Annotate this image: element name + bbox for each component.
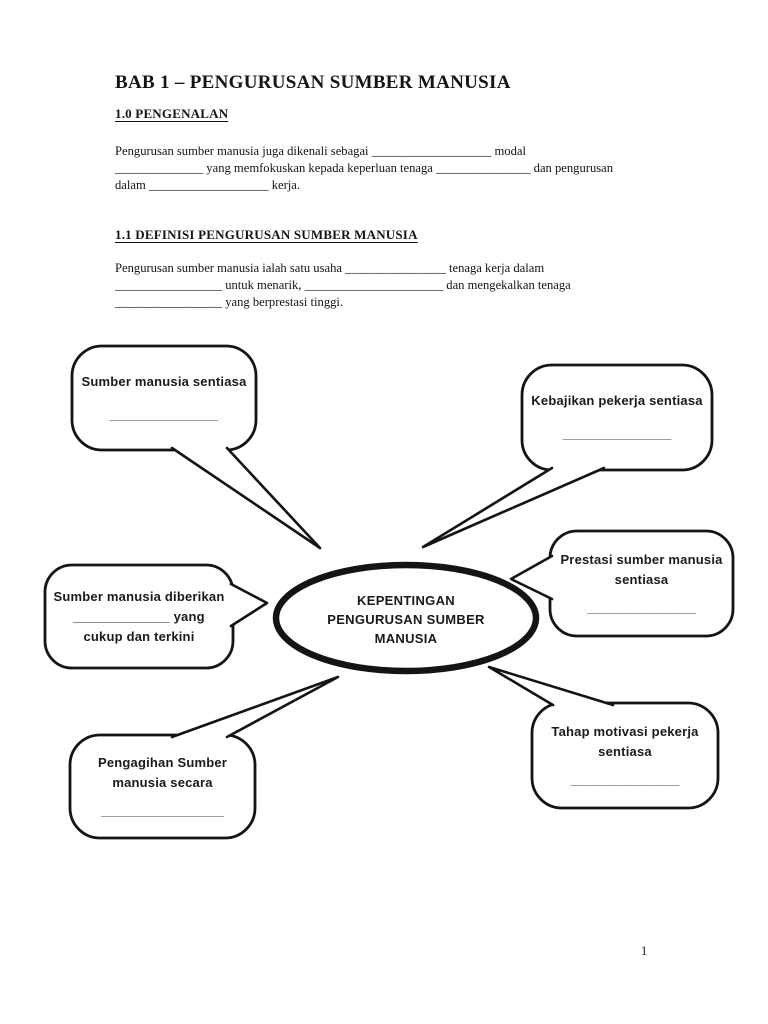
center-line: KEPENTINGAN [357,592,455,608]
callout-line: sentiasa [614,571,669,587]
callout-line: Sumber manusia sentiasa [81,373,247,389]
callout-tail-bottom-right [487,665,615,707]
callout-top-right: Kebajikan pekerja sentiasa _____________… [522,365,712,470]
page-number: 1 [641,944,648,958]
callout-tail-mid-left [229,582,269,628]
fill-in-blank: _______________ [109,406,219,422]
callout-tail-top-left [170,446,322,550]
callout-box-bottom-right [530,701,720,810]
fill-in-blank: _______________ [562,426,672,441]
callout-line: manusia secara [112,774,213,790]
paragraph-line: Pengurusan sumber manusia juga dikenali … [115,144,526,158]
center-line: PENGURUSAN SUMBER [327,611,485,627]
callout-line: Kebajikan pekerja sentiasa [531,393,703,408]
center-ellipse [272,561,540,675]
callout-mid-right: Prestasi sumber manusia sentiasa _______… [550,531,733,636]
paragraph-line: ______________ yang memfokuskan kepada k… [115,161,614,175]
callout-line: sentiasa [598,743,652,759]
callout-line: Tahap motivasi pekerja [551,723,699,739]
callout-box-top-left [70,344,258,452]
paragraph-line: _________________ untuk menarik, _______… [115,278,571,292]
callout-line: cukup dan terkini [83,628,195,644]
chapter-title: BAB 1 – PENGURUSAN SUMBER MANUSIA [115,72,511,93]
callout-line: _____________ yang [73,608,205,624]
callout-line: Prestasi sumber manusia [560,551,723,567]
paragraph-line: dalam ___________________ kerja. [115,178,301,192]
callout-line: Pengagihan Sumber [97,754,228,770]
callout-tail-bottom-left [170,675,340,739]
center-ellipse-label: KEPENTINGAN PENGURUSAN SUMBER MANUSIA [281,567,531,671]
fill-in-blank: _______________ [570,771,680,787]
callout-line: Sumber manusia diberikan [53,588,225,604]
section-heading-definisi: 1.1 DEFINISI PENGURUSAN SUMBER MANUSIA [115,227,418,242]
callout-box-top-right [520,363,714,472]
fill-in-blank: _________________ [101,802,224,818]
section-heading-pengenalan: 1.0 PENGENALAN [115,106,229,121]
callout-tail-mid-right [509,554,554,601]
callout-top-left: Sumber manusia sentiasa _______________ [72,346,256,450]
paragraph-line: Pengurusan sumber manusia ialah satu usa… [115,261,545,275]
fill-in-blank: _______________ [587,599,696,615]
callout-bottom-left: Pengagihan Sumber manusia secara _______… [70,735,255,838]
callout-mid-left: Sumber manusia diberikan _____________ y… [45,565,233,668]
callout-bottom-right: Tahap motivasi pekerja sentiasa ________… [532,703,718,808]
paragraph-line: _________________ yang berprestasi tingg… [115,295,344,309]
callout-tail-top-right [421,466,606,549]
center-line: MANUSIA [374,630,438,646]
callout-box-bottom-left [68,733,257,840]
